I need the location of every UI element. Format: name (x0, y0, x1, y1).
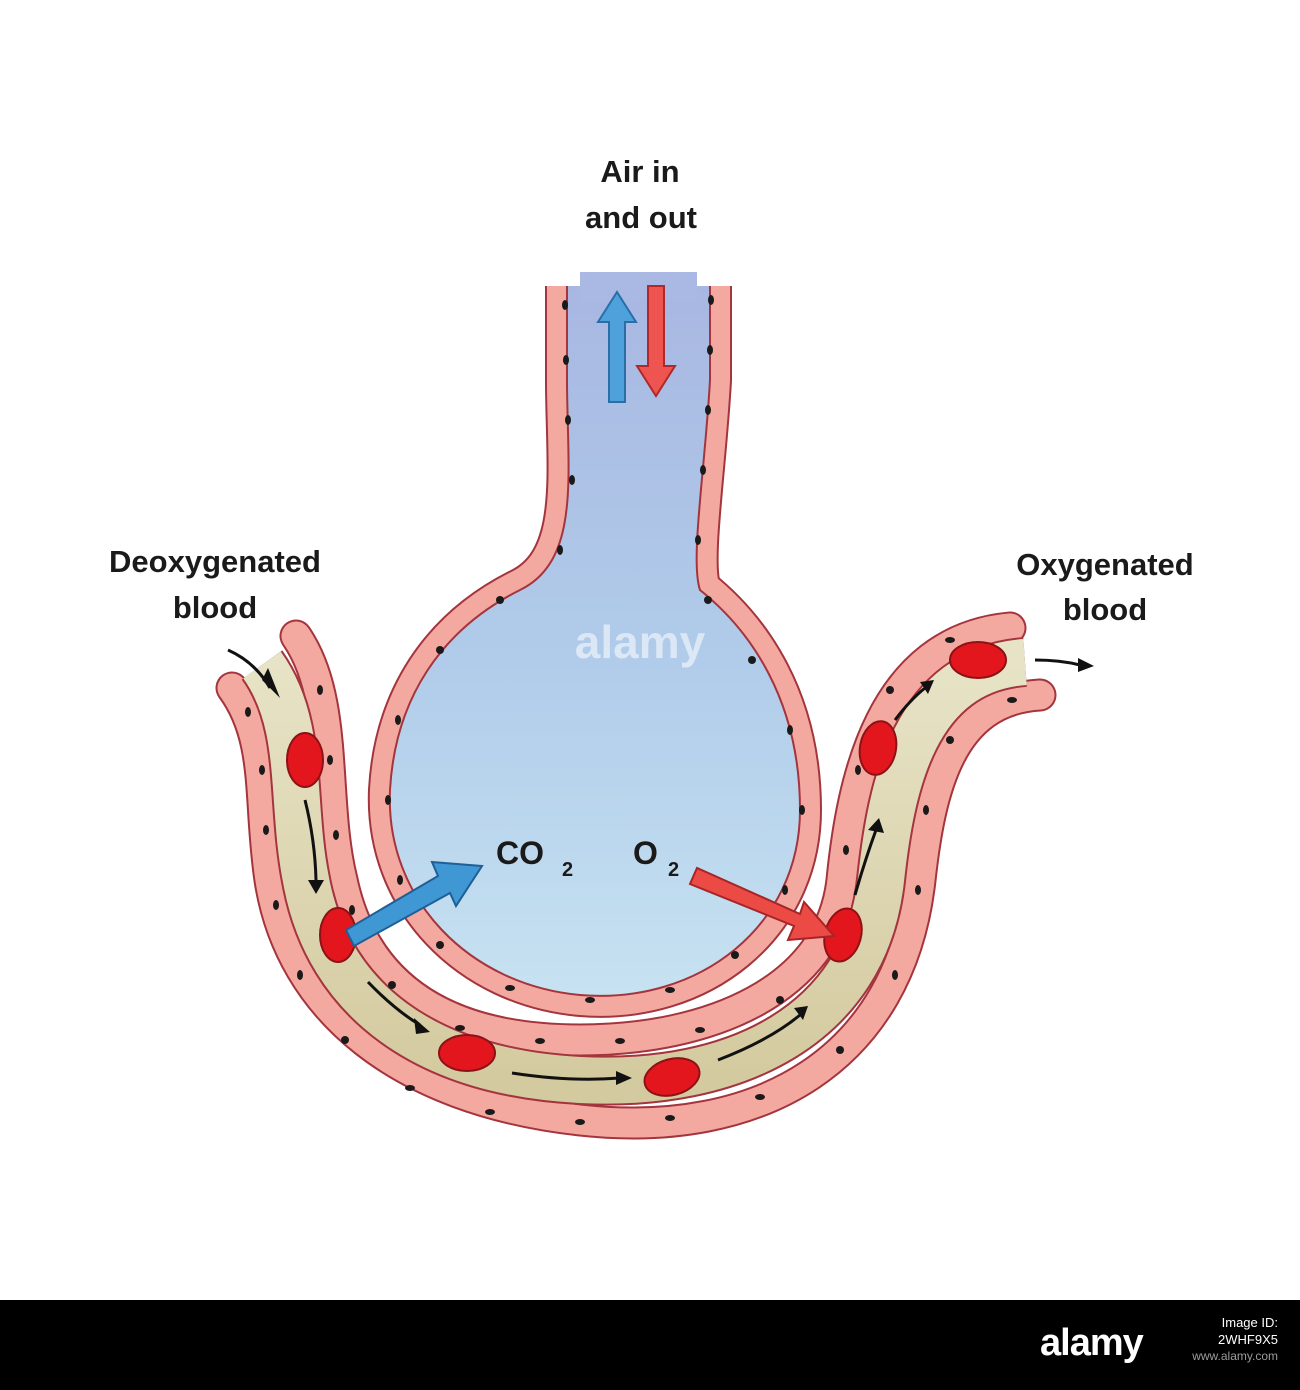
red-blood-cells (286, 641, 1007, 1097)
co2-label-subscript: 2 (562, 859, 573, 881)
footer-image-info: Image ID: 2WHF9X5 www.alamy.com (1168, 1314, 1278, 1365)
red-blood-cell (949, 641, 1007, 679)
oxygenated-label: Oxygenated blood (1016, 547, 1193, 627)
o2-label: O 2 (633, 835, 679, 881)
red-blood-cell (858, 720, 898, 776)
flow-arrow-icon (303, 799, 318, 881)
co2-label: CO 2 (496, 835, 573, 881)
air-label-line2: and out (585, 200, 697, 235)
footer-bar: alamy Image ID: 2WHF9X5 www.alamy.com (0, 1300, 1300, 1390)
capillary-nuclei (245, 637, 1017, 1125)
flow-arrow-icon (1034, 658, 1081, 667)
watermark: alamy (575, 616, 706, 668)
oxygenated-label-line2: blood (1063, 592, 1147, 627)
o2-label-main: O (633, 835, 658, 871)
air-out-arrow-icon (596, 290, 638, 403)
flow-arrow-icon (717, 1013, 801, 1062)
footer-image-id: Image ID: 2WHF9X5 (1218, 1315, 1278, 1347)
flow-arrow-icon (511, 1071, 621, 1081)
co2-exchange-arrow-icon (344, 860, 484, 948)
footer-brand-logo: alamy (1040, 1322, 1144, 1364)
deoxygenated-label-line1: Deoxygenated (109, 544, 321, 579)
co2-label-main: CO (496, 835, 544, 871)
alveolus (344, 272, 837, 1018)
red-blood-cell (643, 1057, 701, 1097)
o2-label-subscript: 2 (668, 859, 679, 881)
o2-exchange-arrow-icon (688, 866, 837, 942)
oxygenated-label-line1: Oxygenated (1016, 547, 1193, 582)
airway-arrows (596, 285, 677, 403)
air-label: Air in and out (585, 154, 697, 235)
flow-arrow-icon (853, 829, 878, 896)
air-label-line1: Air in (600, 154, 679, 189)
red-blood-cell (286, 732, 324, 788)
red-blood-cell (438, 1034, 496, 1072)
diagram-canvas: alamy Air in and out Deoxygenated blood … (109, 154, 1194, 1140)
deoxygenated-label: Deoxygenated blood (109, 544, 321, 625)
air-in-arrow-icon (635, 285, 677, 398)
deoxygenated-label-line2: blood (173, 590, 257, 625)
capillary (215, 611, 1094, 1140)
alveolus-nuclei (385, 295, 805, 1003)
footer-site: www.alamy.com (1192, 1349, 1278, 1363)
flow-arrow-icon (893, 686, 926, 721)
